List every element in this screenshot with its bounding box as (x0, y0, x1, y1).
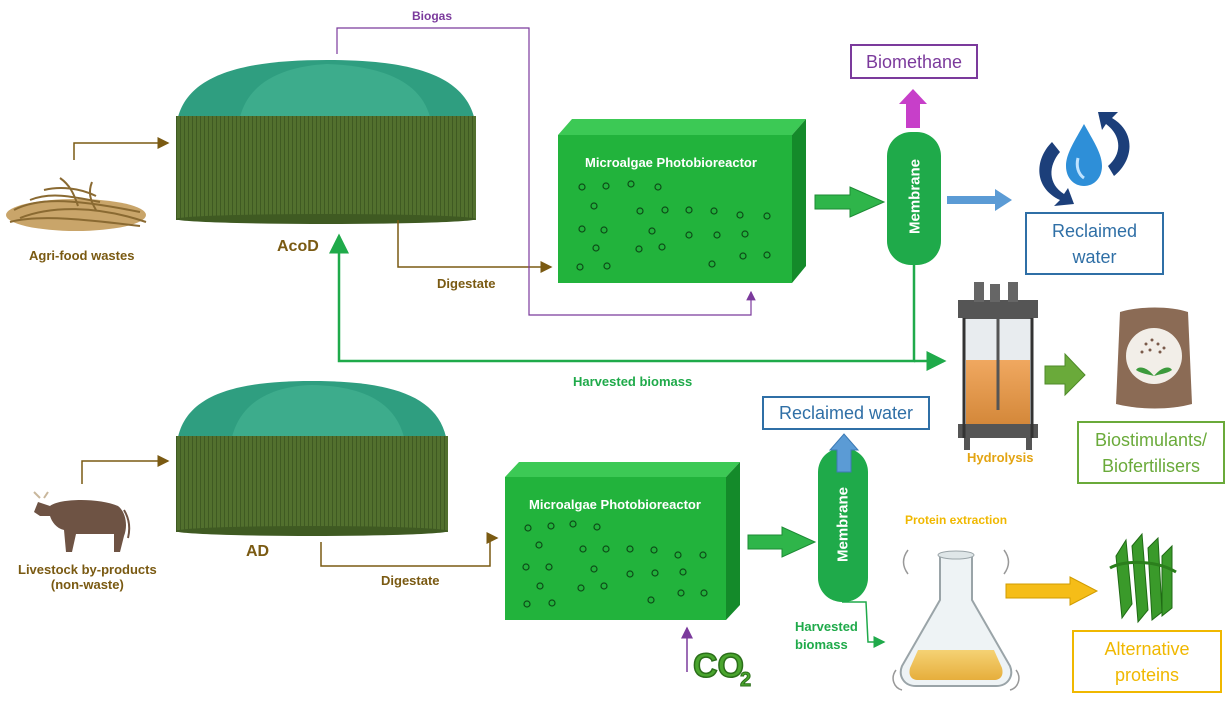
reactor-to-membrane-arrow-bottom (747, 526, 817, 558)
bottom-membrane-label: Membrane (834, 486, 852, 563)
co2-letters: CO (693, 647, 744, 685)
bottom-photobioreactor (505, 462, 740, 620)
alt-proteins-line2: proteins (1114, 664, 1180, 685)
flask-to-protein-arrow (1005, 576, 1099, 606)
agri-feed-arrow (73, 137, 170, 160)
reactor-to-membrane-arrow-top (814, 186, 886, 218)
top-membrane-label: Membrane (906, 158, 924, 235)
co2-icon: CO 2 (692, 646, 751, 691)
water-drop-recycle-icon (1039, 112, 1130, 206)
harvested-biomass-bottom-label: Harvested biomass (795, 618, 858, 654)
biogas-label: Biogas (412, 9, 453, 23)
protein-structure-icon (1109, 532, 1177, 624)
livestock-feed-arrow (81, 455, 170, 484)
biogas-flow-arrow (336, 27, 756, 316)
co2-subscript: 2 (740, 669, 751, 691)
livestock-label: Livestock by-products (non-waste) (18, 562, 157, 592)
biomethane-box: Biomethane (850, 44, 978, 79)
biostimulants-line2: Biofertilisers (1101, 455, 1201, 476)
erlenmeyer-flask-icon (892, 549, 1020, 691)
bottom-reactor-title: Microalgae Photobioreactor (529, 497, 701, 512)
harvested-biomass-bottom-arrow (842, 601, 886, 648)
biostimulants-line1: Biostimulants/ (1094, 429, 1208, 450)
cow-icon (33, 491, 131, 552)
top-photobioreactor (558, 119, 806, 283)
reclaimed-water-top-line2: water (1072, 246, 1117, 267)
reclaimed-water-top-box: Reclaimed water (1025, 212, 1164, 275)
digestate-top-label: Digestate (437, 276, 496, 291)
ad-label: AD (246, 543, 270, 560)
alternative-proteins-box: Alternative proteins (1072, 630, 1222, 693)
harvested-biomass-top-label: Harvested biomass (573, 374, 693, 389)
fertiliser-bag-icon (1116, 307, 1192, 409)
ad-digester (176, 381, 448, 536)
bottom-water-arrow (828, 433, 860, 473)
digestate-bottom-label: Digestate (381, 573, 440, 588)
livestock-label-line1: Livestock by-products (18, 562, 157, 577)
protein-extraction-label: Protein extraction (905, 513, 1008, 527)
livestock-label-line2: (non-waste) (50, 577, 124, 592)
reclaimed-water-bottom-box: Reclaimed water (762, 396, 930, 430)
hydrolysis-label: Hydrolysis (967, 450, 1034, 465)
acod-label: AcoD (277, 238, 319, 255)
acod-digester (176, 60, 476, 224)
biomethane-arrow (899, 89, 927, 128)
agri-food-wastes-label: Agri-food wastes (29, 248, 135, 263)
membrane-to-water-arrow (947, 189, 1012, 211)
bioreactor-vessel-icon (958, 282, 1038, 450)
harvested-biomass-bottom-line1: Harvested (795, 619, 858, 634)
harvested-biomass-bottom-line2: biomass (795, 637, 848, 652)
alt-proteins-line1: Alternative (1104, 638, 1190, 659)
top-membrane (887, 132, 941, 265)
harvested-biomass-recycle-arrow (329, 233, 916, 363)
biostimulants-box: Biostimulants/ Biofertilisers (1077, 421, 1225, 484)
digestate-top-arrow (397, 220, 553, 273)
hydrolysis-to-fertiliser-arrow (1044, 352, 1086, 397)
reclaimed-water-top-line1: Reclaimed (1051, 220, 1138, 241)
digestate-bottom-arrow (320, 532, 499, 567)
top-reactor-title: Microalgae Photobioreactor (585, 155, 757, 170)
straw-waste-icon (6, 177, 147, 231)
bottom-membrane (818, 448, 868, 602)
